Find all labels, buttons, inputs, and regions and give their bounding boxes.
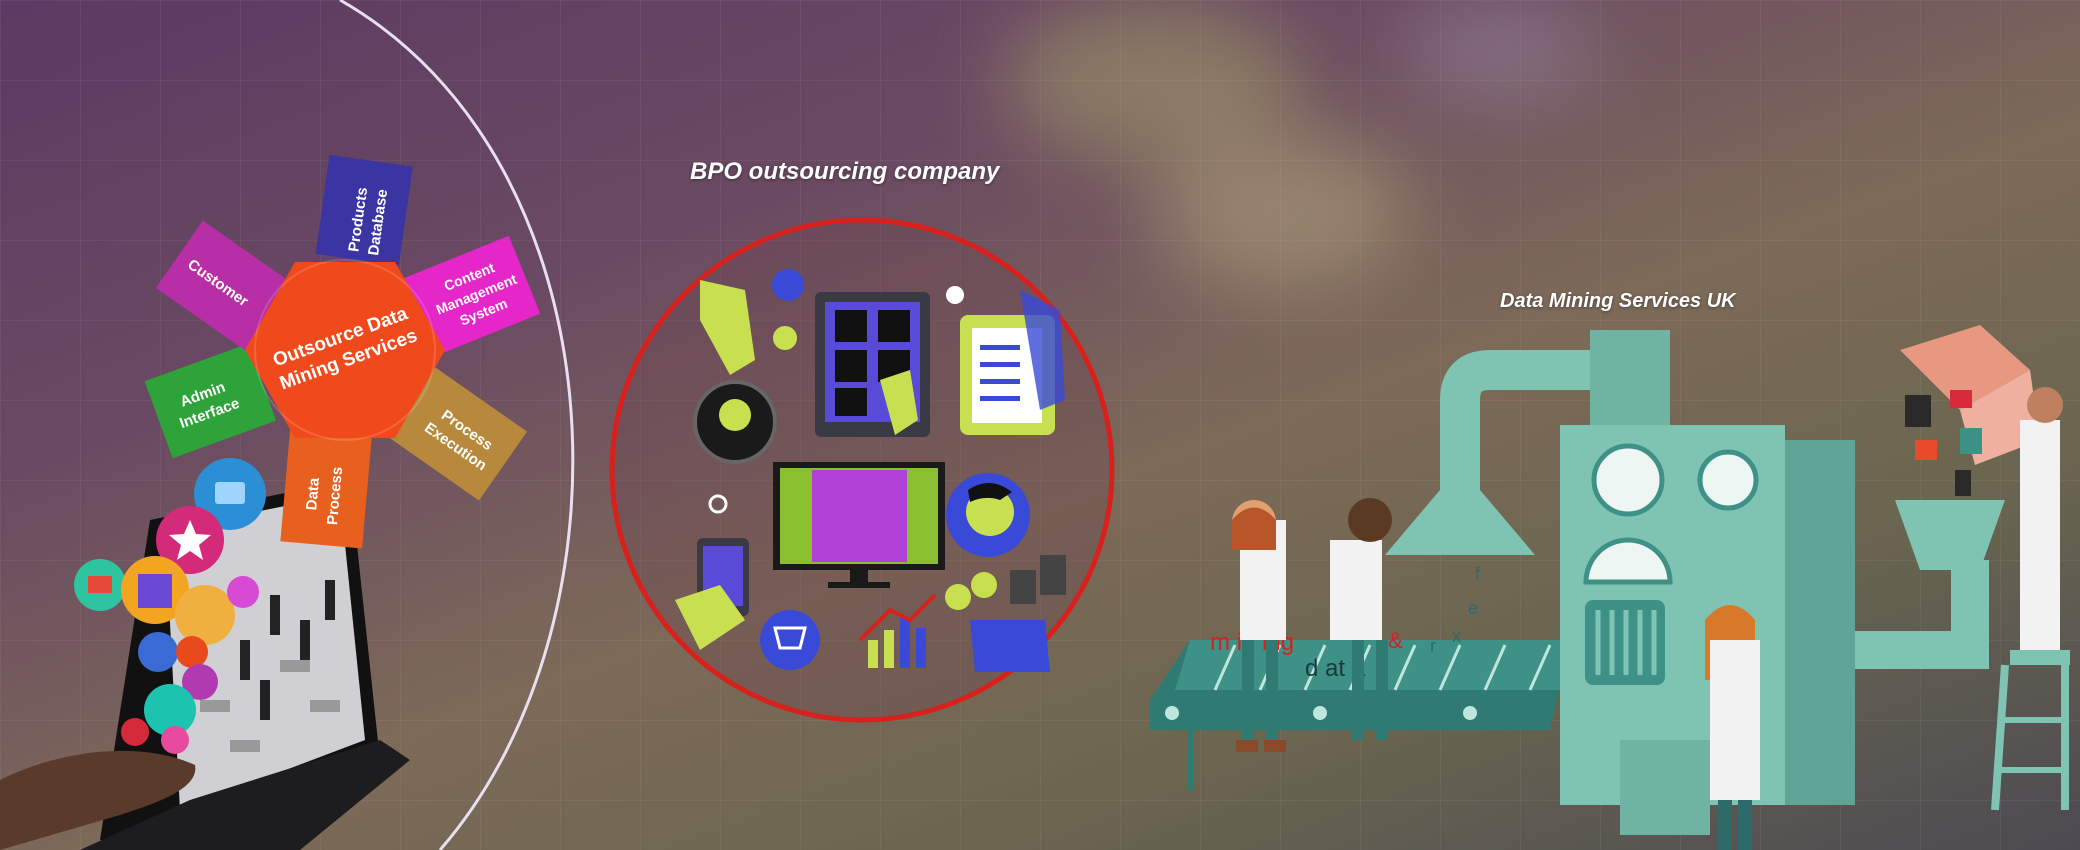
coin-icon bbox=[971, 572, 997, 598]
floating-letter: r bbox=[1430, 636, 1436, 656]
tablet-icon bbox=[1905, 395, 1931, 427]
background-glow bbox=[1150, 130, 1410, 290]
book-icon bbox=[1915, 440, 1937, 460]
service-wheel: Products Database Content Management Sys… bbox=[144, 154, 541, 549]
worker-woman-icon bbox=[1232, 500, 1286, 752]
worker-ladder-icon bbox=[1991, 387, 2070, 811]
bag-icon bbox=[773, 326, 797, 350]
film-icon bbox=[1955, 470, 1971, 496]
gauge-icon bbox=[1591, 443, 1665, 517]
video-call-tablet-icon bbox=[815, 292, 930, 437]
wallet-icon bbox=[970, 620, 1050, 672]
worker-man-icon bbox=[1330, 498, 1392, 740]
chat-icon bbox=[946, 286, 964, 304]
gauge-icon bbox=[1583, 537, 1673, 585]
wheel-center bbox=[245, 262, 445, 438]
clipboard-icon bbox=[960, 290, 1065, 435]
gauge-icon bbox=[1697, 449, 1759, 511]
floating-letter: x bbox=[1452, 626, 1461, 646]
money-icon bbox=[1010, 570, 1036, 604]
worker-operator-icon bbox=[1705, 605, 1760, 850]
app-bubbles bbox=[74, 458, 266, 754]
monitor-icon bbox=[773, 462, 945, 588]
data-mining-heading: Data Mining Services UK bbox=[1500, 290, 1736, 312]
globe-icon bbox=[772, 269, 804, 301]
background-glow bbox=[1400, 0, 1600, 100]
arc-line bbox=[339, 0, 575, 850]
floating-letter: e bbox=[1468, 598, 1478, 618]
floating-letter: f bbox=[1475, 564, 1481, 584]
money-icon bbox=[1040, 555, 1066, 595]
segment-label: Process bbox=[324, 466, 346, 526]
gear-icon bbox=[708, 494, 728, 514]
cart-icon bbox=[760, 610, 820, 670]
coin-icon bbox=[945, 584, 971, 610]
book-icon bbox=[1950, 390, 1972, 408]
growth-chart-icon bbox=[858, 593, 937, 668]
bpo-heading: BPO outsourcing company bbox=[690, 158, 1000, 185]
book-icon bbox=[1960, 428, 1982, 454]
hand-icon bbox=[700, 280, 755, 375]
belt-word: & bbox=[1388, 628, 1403, 653]
segment-label: Data bbox=[303, 476, 323, 511]
background-glow bbox=[1000, 0, 1300, 160]
